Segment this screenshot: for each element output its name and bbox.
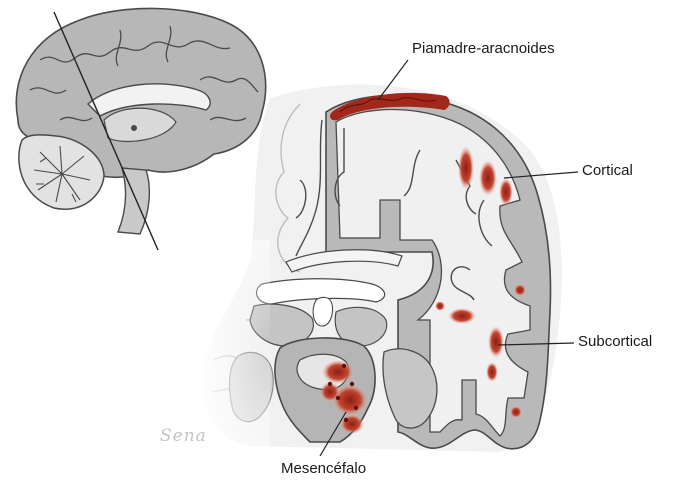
third-ventricle [313,297,332,326]
label-mesencefalo: Mesencéfalo [281,460,366,477]
sagittal-dot [131,125,137,131]
sagittal-brain-icon [16,8,265,250]
label-cortical: Cortical [582,162,633,179]
label-subcortical: Subcortical [578,333,652,350]
label-piamadre-aracnoides: Piamadre-aracnoides [412,40,555,57]
artist-signature: Sena [160,426,207,446]
fade-overlay [190,240,270,450]
sagittal-brainstem [118,168,149,234]
